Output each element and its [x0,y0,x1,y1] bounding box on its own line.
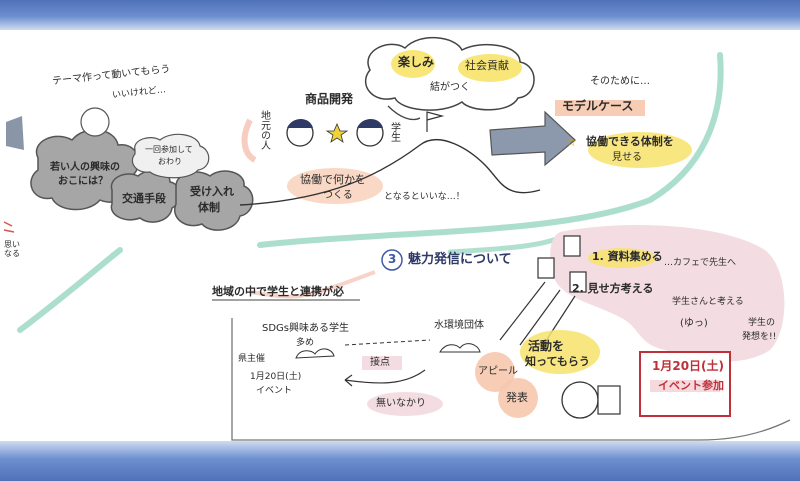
highlight-item1 [588,248,656,268]
activity-label-2: 知ってもらう [525,355,590,368]
item2-note-2: 学生の [748,318,776,328]
collab-label: 協働で何かを [300,173,366,186]
item2-note-3: 発想を!! [742,332,777,342]
collab-label-2: つくる [323,190,353,201]
env-group-label: 水環境団体 [434,320,484,331]
for-that-label: そのために… [590,76,650,87]
green-divider-curve [17,52,724,333]
highlight-activity [520,330,600,374]
many-label: 多め [296,338,315,348]
seat-highlight [362,356,402,370]
bubble-social-label: 社会貢献 [465,59,509,72]
doc-icon-1 [563,235,581,257]
accept-label-2: 体制 [198,201,220,214]
seat-label: 接点 [370,357,390,368]
item1-label: 1. 資料集める [592,250,663,263]
model-case-bar [555,100,645,116]
speaker-face [561,381,599,419]
green-divider-curve-2 [447,235,563,255]
appeal-circle [475,352,515,392]
cloud-once [131,133,210,179]
star-icon-right: ☆ [566,135,577,149]
edge-fragment: 思い なる [4,240,20,259]
section-number: 3 [388,252,397,266]
product-dev-label: 商品開発 [305,92,354,106]
prefecture-label: 県主催 [238,354,266,364]
section-frame [231,318,791,441]
cloud-once-label: 一回参加して [145,145,193,154]
item1-note: …カフェで先生へ [664,258,737,268]
crowd-cloud-right [439,343,481,353]
event-small-label: イベント [256,386,293,396]
event-join: イベント参加 [658,379,724,392]
activity-label: 活動を [528,339,565,353]
highlight-none [367,392,443,416]
highlight-enjoy [391,50,435,78]
none-label: 無いなかり [376,398,426,409]
bottom-brush-border [0,441,800,481]
present-circle [498,378,538,418]
date-small-label: 1月20日(土) [250,372,302,382]
section-title: 魅力発信について [408,252,512,267]
person-left-head [80,107,110,137]
cloud-once-label-2: おわり [158,157,182,166]
cloud-main-label: 若い人の興味の [50,162,120,173]
student-label: 学生 [388,122,400,142]
bubble-enjoy-label: 楽しみ [398,55,435,69]
speaker-paper [597,385,621,415]
item2-label: 2. 見せ方考える [572,282,654,295]
star-icon [325,122,349,143]
appeal-label: アピール [478,366,518,377]
item2-note: 学生さんと考える [672,297,744,307]
bubble-link-label: 結がつく [430,82,470,93]
left-gray-arrow [6,116,24,150]
collab-heading: 地域の中で学生と連携が必 [212,285,344,298]
top-brush-border [0,0,800,30]
model-case-label: モデルケース [562,99,634,113]
local-people-label: 地元の人 [258,110,270,150]
face-caption: (ゆっ) [680,318,708,329]
sdgs-label: SDGs興味ある学生 [262,323,350,334]
highlight-social [458,54,522,82]
crowd-cloud-left [295,348,335,359]
big-gray-arrow [489,110,576,167]
cloud-main-label-2: おこには？ [58,176,108,187]
star-text-label: 協働できる体制を [586,135,674,148]
doc-icon-3 [569,271,587,293]
doc-icon-2 [537,257,555,279]
event-date: 1月20日(土) [652,359,725,373]
transport-label: 交通手段 [122,192,166,205]
present-label: 発表 [506,391,528,404]
star-text-label-2: 見せる [612,152,642,163]
becomes-label: となるといいな…！ [384,192,465,202]
section-number-circle [381,249,403,271]
highlight-star-text [588,132,692,168]
hill-line [239,139,541,206]
accept-label: 受け入れ [190,185,234,198]
